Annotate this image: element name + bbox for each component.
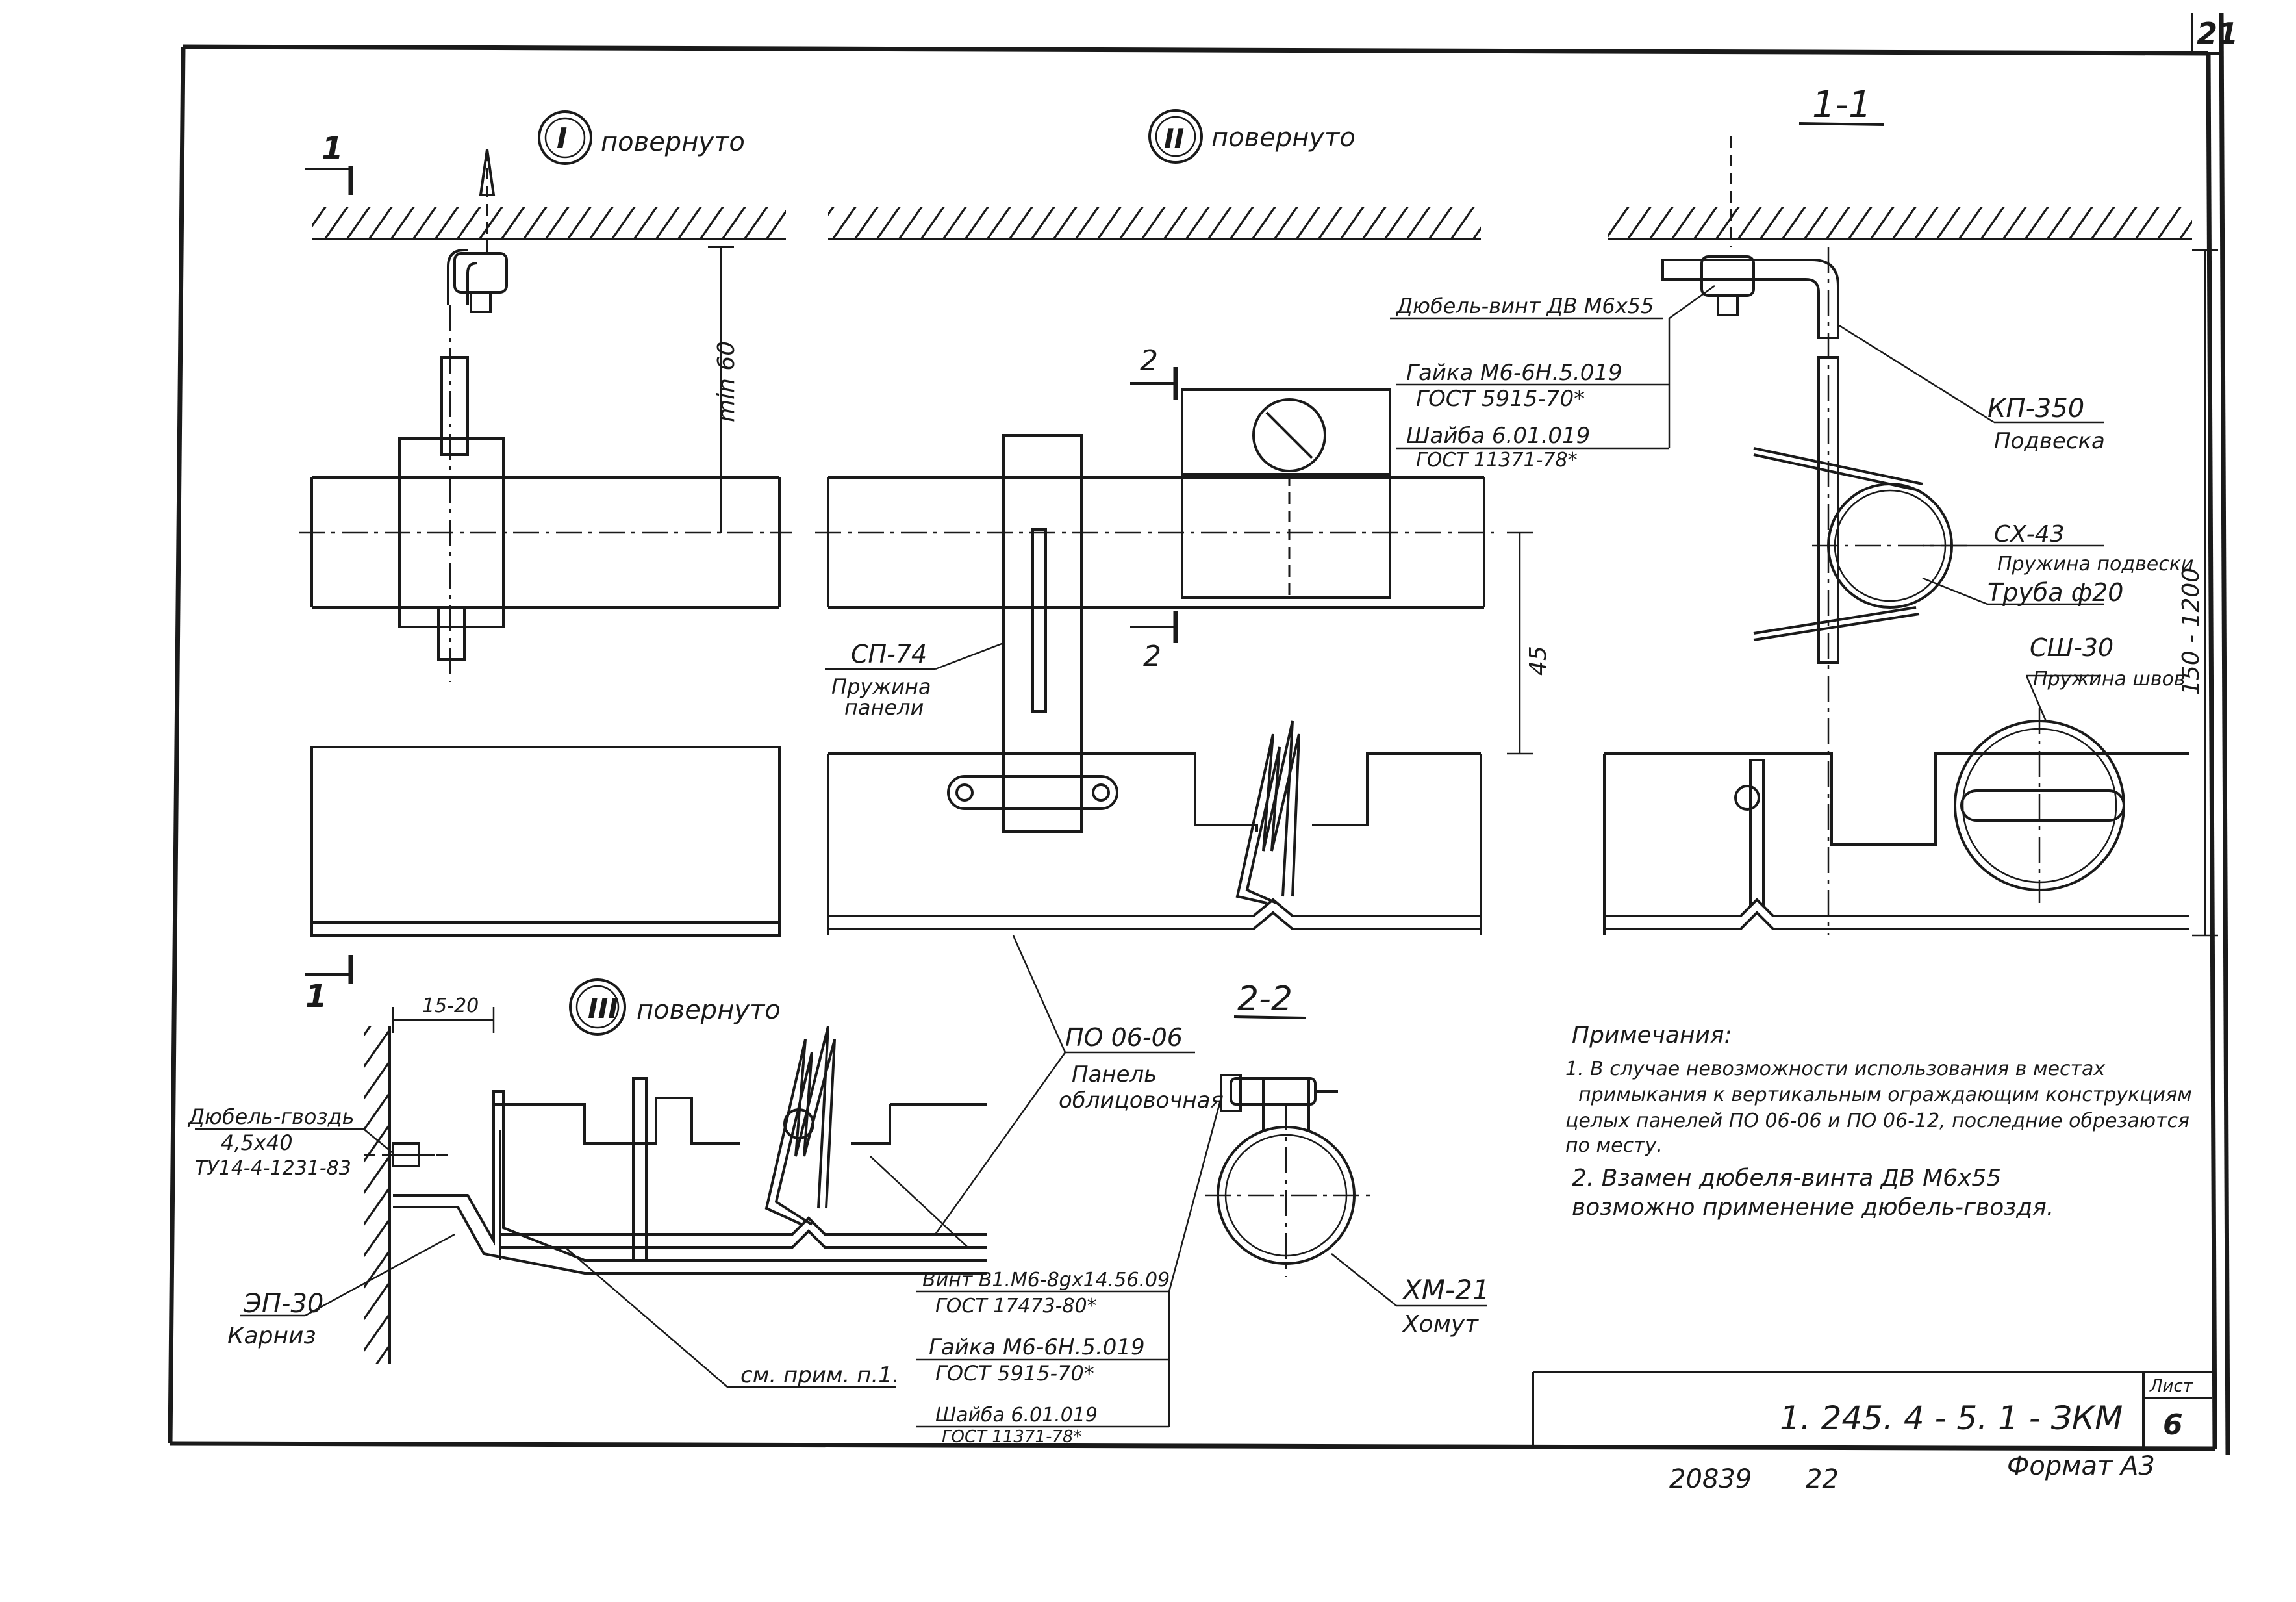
callout-screw2-a: Винт В1.М6-8gх14.56.09 — [922, 1269, 1170, 1291]
callout-sh30-b: Пружина швов — [2033, 668, 2186, 691]
callout-washer2-a: Шайба 6.01.019 — [935, 1404, 1098, 1427]
callout-pipe: Труба ф20 — [1987, 578, 2123, 607]
view-3 — [195, 978, 987, 1388]
view-3-marker-circle — [569, 978, 626, 1036]
dim-15-20: 15-20 — [422, 995, 479, 1017]
view-1-title: повернуто — [601, 127, 745, 157]
cut-1-bottom-label: 1 — [305, 978, 327, 1015]
document-code: 1. 245. 4 - 5. 1 - ЗКМ — [1780, 1399, 2123, 1437]
callout-po-b: Панель — [1072, 1062, 1157, 1087]
notes-heading: Примечания: — [1572, 1022, 1732, 1049]
cut-1-top-label: 1 — [322, 131, 343, 167]
dim-45: 45 — [1525, 646, 1552, 676]
view-1 — [299, 110, 792, 937]
notes-block: Примечания: 1. В случае невозможности ис… — [1565, 1022, 2192, 1221]
view-2-marker: II — [1164, 123, 1184, 155]
view-1-marker-circle — [538, 110, 592, 165]
dim-min60: min 60 — [713, 341, 740, 422]
callout-sp74-c: панели — [844, 695, 924, 720]
callout-washer2-b: ГОСТ 11371-78* — [942, 1427, 1081, 1447]
sheet-number: 6 — [2163, 1408, 2183, 1442]
callout-hm21-a: ХМ-21 — [1402, 1274, 1490, 1306]
notes-line-2: примыкания к вертикальным ограждающим ко… — [1578, 1084, 2192, 1106]
leader-sp74 — [825, 642, 1004, 670]
cut-line-1 — [305, 166, 353, 984]
notes-line-1: 1. В случае невозможности использования … — [1565, 1058, 2105, 1080]
callout-washer-1b: ГОСТ 11371-78* — [1416, 449, 1578, 472]
callout-sh30-a: СШ-30 — [2030, 633, 2113, 662]
callout-nail-b: 4,5х40 — [221, 1130, 293, 1155]
callout-nut2-b: ГОСТ 5915-70* — [935, 1361, 1094, 1386]
callout-ep30-b: Карниз — [227, 1323, 316, 1349]
cut-2-bottom-label: 2 — [1143, 640, 1161, 673]
cut-2-top-label: 2 — [1140, 344, 1158, 377]
view-3-title: повернуто — [637, 995, 781, 1025]
dim-150-1200: 150 - 1200 — [2178, 568, 2204, 695]
view-2-marker-circle — [1148, 109, 1203, 164]
page-number: 21 — [2197, 16, 2238, 51]
callout-sp74-b: Пружина — [831, 674, 931, 699]
view-1-marker: I — [557, 122, 567, 155]
section-1-1-title: 1-1 — [1812, 84, 1871, 126]
section-2-2 — [916, 1015, 1487, 1428]
title-block — [1532, 1371, 2212, 1447]
callout-po-a: ПО 06-06 — [1065, 1023, 1183, 1052]
inventory-number: 20839 — [1669, 1464, 1752, 1494]
view-3-marker: III — [588, 993, 618, 1024]
notes-line-3: целых панелей ПО 06-06 и ПО 06-12, после… — [1565, 1110, 2189, 1132]
sheet-label: Лист — [2149, 1377, 2193, 1396]
callout-kp350-a: КП-350 — [1987, 394, 2084, 424]
notes-line-4: по месту. — [1565, 1134, 1663, 1157]
view-2-title: повернуто — [1211, 123, 1356, 153]
view-2 — [815, 109, 1533, 935]
callout-see-note: см. прим. п.1. — [740, 1362, 900, 1388]
callout-ep30-a: ЭП-30 — [243, 1289, 323, 1319]
format-label: Формат А3 — [2007, 1451, 2155, 1481]
callout-washer-1a: Шайба 6.01.019 — [1406, 423, 1590, 449]
callout-nut-1b: ГОСТ 5915-70* — [1416, 386, 1585, 412]
callout-nut-1a: Гайка М6-6Н.5.019 — [1406, 360, 1622, 386]
callout-cx43-a: СХ-43 — [1994, 521, 2065, 548]
inventory-sub: 22 — [1806, 1464, 1839, 1494]
callout-cx43-b: Пружина подвески — [1997, 553, 2193, 576]
section-1-1 — [1390, 122, 2218, 937]
callout-sp74-a: СП-74 — [851, 640, 927, 668]
callout-dowel-screw: Дюбель-винт ДВ М6х55 — [1395, 294, 1654, 318]
leader-po0606 — [934, 935, 1195, 1235]
callout-po-c: облицовочная — [1059, 1087, 1224, 1113]
drawing-frame — [168, 12, 2230, 1456]
callout-nail-c: ТУ14-4-1231-83 — [195, 1157, 351, 1180]
callout-nail-a: Дюбель-гвоздь — [187, 1104, 354, 1129]
callout-kp350-b: Подвеска — [1994, 428, 2105, 454]
notes-line-5: 2. Взамен дюбеля-винта ДВ М6х55 — [1572, 1165, 2001, 1191]
callout-nut2-a: Гайка М6-6Н.5.019 — [929, 1334, 1145, 1360]
callout-hm21-b: Хомут — [1402, 1311, 1479, 1338]
section-2-2-title: 2-2 — [1237, 980, 1293, 1019]
callout-screw2-b: ГОСТ 17473-80* — [935, 1295, 1097, 1317]
notes-line-6: возможно применение дюбель-гвоздя. — [1572, 1194, 2054, 1221]
